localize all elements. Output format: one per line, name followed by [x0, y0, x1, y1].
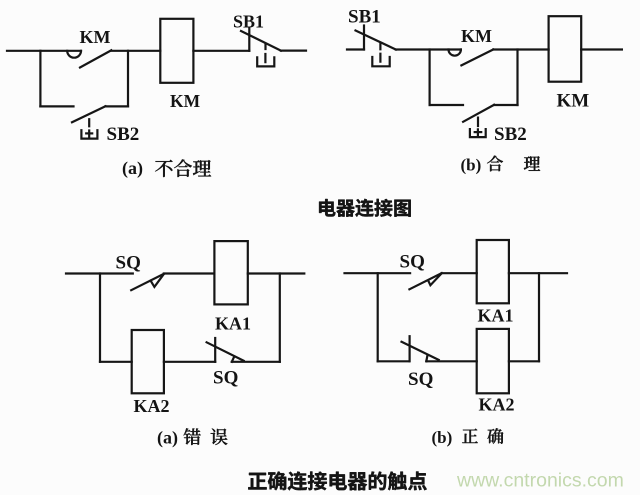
svg-text:SB1: SB1 — [348, 7, 381, 28]
svg-text:SQ: SQ — [400, 252, 425, 273]
svg-text:KA2: KA2 — [479, 395, 515, 415]
svg-text:KA1: KA1 — [478, 306, 514, 326]
svg-text:KM: KM — [170, 91, 201, 111]
svg-text:KM: KM — [80, 27, 111, 47]
svg-text:SQ: SQ — [408, 369, 433, 390]
svg-text:(a): (a) — [157, 428, 178, 449]
svg-text:SB2: SB2 — [107, 124, 140, 145]
svg-text:SQ: SQ — [116, 253, 141, 274]
svg-text:SB1: SB1 — [233, 12, 264, 32]
svg-text:KA2: KA2 — [134, 396, 170, 416]
svg-text:SQ: SQ — [213, 367, 238, 388]
svg-text:KM: KM — [557, 91, 590, 112]
svg-text:KM: KM — [461, 26, 492, 46]
svg-text:(b): (b) — [432, 428, 453, 447]
svg-text:SB2: SB2 — [494, 124, 527, 145]
svg-text:KA1: KA1 — [215, 314, 251, 334]
svg-text:www.cntronics.com: www.cntronics.com — [456, 470, 624, 492]
svg-text:(b): (b) — [461, 156, 482, 175]
svg-text:(a): (a) — [122, 158, 143, 179]
